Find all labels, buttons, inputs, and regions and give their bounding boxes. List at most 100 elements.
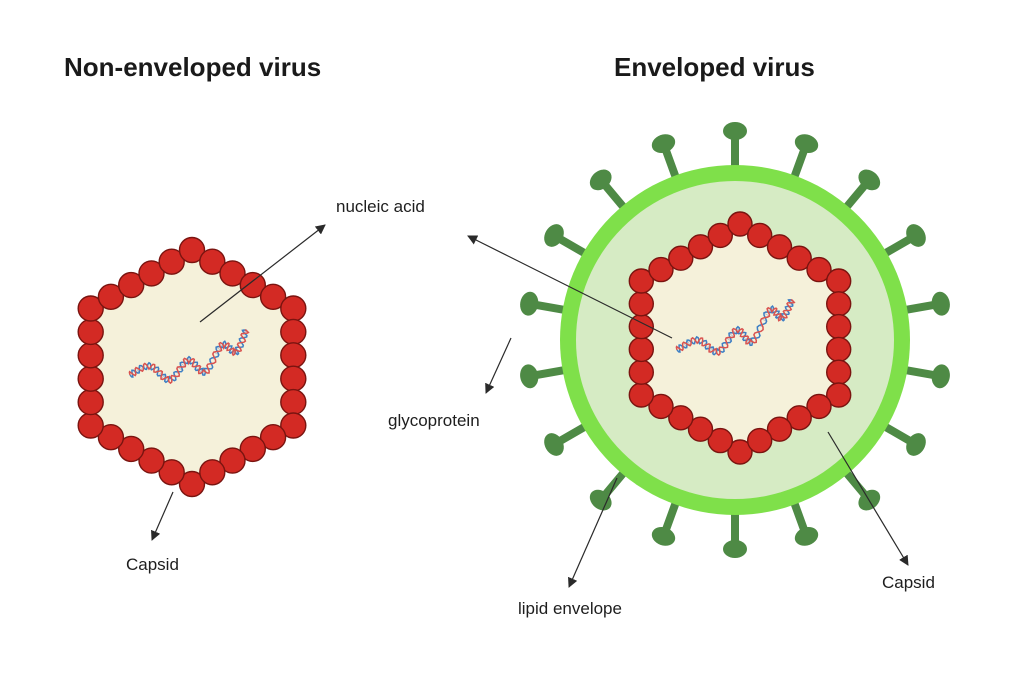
left-nucleic-acid [128, 328, 250, 385]
capsomere [727, 439, 753, 465]
capsomere [280, 295, 307, 322]
capsomere [280, 388, 307, 416]
capsomere [806, 393, 832, 420]
capsomere [259, 424, 287, 451]
right-nucleic-acid [675, 298, 796, 357]
capsomere [158, 248, 185, 275]
dna-rung [179, 362, 186, 367]
arrow-nucleic-acid-left [199, 224, 326, 323]
capsomere [826, 382, 852, 408]
capsomere [727, 211, 753, 237]
capsomere [97, 283, 125, 310]
glycoprotein-head [589, 169, 612, 191]
capsomere [766, 234, 793, 260]
capsomere [786, 245, 812, 271]
capsomere [280, 318, 307, 346]
capsomere [239, 435, 267, 463]
capsomere [199, 248, 226, 275]
capsomere [199, 459, 226, 486]
capsomere [826, 291, 852, 317]
capsomere [786, 405, 812, 431]
capsomere [687, 416, 714, 442]
capsomere [77, 295, 104, 322]
capsomere [707, 222, 733, 249]
capsomere [138, 260, 165, 287]
capsomere [687, 234, 714, 260]
glycoprotein-head [723, 540, 747, 558]
glycoprotein-head [931, 291, 950, 316]
capsomere [826, 336, 852, 363]
capsomere [178, 236, 206, 264]
capsomere [97, 424, 125, 451]
capsomere [628, 336, 654, 363]
label-lipid-envelope: lipid envelope [518, 599, 622, 618]
capsomere [668, 245, 694, 271]
capsomere [766, 416, 793, 442]
capsomere [77, 412, 104, 439]
glycoprotein-head [651, 134, 676, 154]
capsomere [826, 313, 852, 340]
capsomere [158, 459, 185, 486]
arrow-capsid-right [827, 431, 909, 566]
glycoprotein-head [544, 224, 564, 247]
label-nucleic-acid: nucleic acid [336, 197, 425, 216]
capsomere [138, 447, 165, 474]
dna-strand [675, 298, 796, 357]
capsomere [77, 342, 104, 369]
capsomere [117, 435, 145, 463]
arrow-glycoprotein [485, 337, 512, 394]
arrow-nucleic-acid-right [467, 235, 673, 339]
capsomere [259, 283, 287, 310]
title-non-enveloped: Non-enveloped virus [64, 52, 322, 82]
arrow-lipid-envelope [568, 477, 618, 588]
glycoprotein-head [794, 526, 819, 546]
capsomere [280, 412, 307, 439]
capsomere [178, 470, 206, 498]
capsomere [707, 427, 733, 454]
arrow-capsid-left [151, 491, 174, 541]
label-capsid-left: Capsid [126, 555, 179, 574]
title-enveloped: Enveloped virus [614, 52, 815, 82]
capsomere [628, 359, 654, 385]
glycoprotein-head [858, 169, 881, 191]
capsomere [280, 342, 307, 369]
glycoprotein-head [906, 224, 926, 247]
capsomere [648, 393, 674, 420]
dna-rung [763, 312, 770, 317]
right-capsid-interior [641, 224, 839, 452]
capsomere [77, 318, 104, 346]
capsomere [280, 365, 307, 392]
glycoprotein-head [520, 364, 539, 389]
dna-rung [728, 332, 735, 338]
capsomere [826, 268, 852, 294]
glycoprotein-head [931, 364, 950, 389]
glycoprotein-head [589, 489, 612, 511]
capsomere [219, 447, 246, 474]
glycoprotein-head [520, 291, 539, 316]
glycoprotein-head [544, 433, 564, 456]
glycoprotein-head [794, 134, 819, 154]
capsomere [77, 365, 104, 392]
capsomere [219, 260, 246, 287]
capsomere [628, 382, 654, 408]
dna-rung [215, 346, 222, 351]
capsomere [806, 256, 832, 283]
dna-strand [128, 328, 250, 385]
capsomere [648, 256, 674, 283]
capsomere [747, 427, 773, 454]
left-capsid [77, 236, 307, 498]
capsomere [628, 268, 654, 294]
right-capsid [628, 211, 852, 465]
capsomere [239, 271, 267, 299]
capsomere [826, 359, 852, 385]
capsomere [117, 271, 145, 299]
capsomere [747, 222, 773, 249]
glycoprotein-head [651, 526, 676, 546]
glycoprotein-head [906, 433, 926, 456]
label-capsid-right: Capsid [882, 573, 935, 592]
capsomere [77, 388, 104, 416]
capsomere [628, 291, 654, 317]
glycoprotein-head [723, 122, 747, 140]
